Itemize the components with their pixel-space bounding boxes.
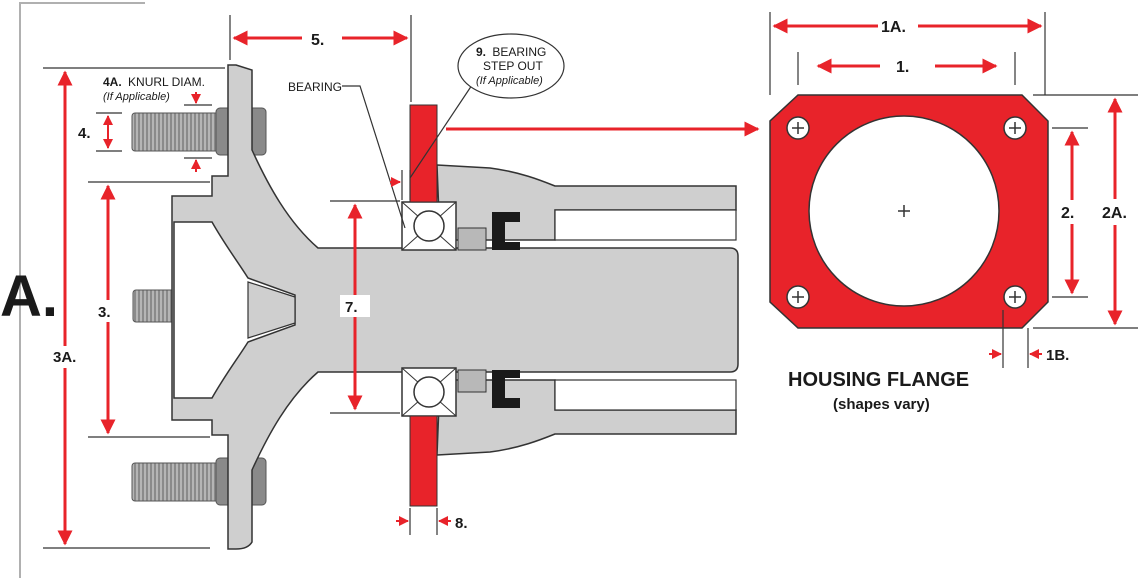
seals: [457, 212, 520, 408]
label-1a: 1A.: [881, 19, 906, 36]
bearing-lower: [401, 367, 457, 417]
hub-cavity: [173, 221, 296, 399]
hub-inner-cone: [247, 281, 296, 339]
reference-lines: [43, 15, 473, 549]
label-3: 3.: [98, 304, 111, 321]
label-1: 1.: [896, 59, 909, 76]
label-7: 7.: [345, 299, 358, 316]
bearing-upper: [401, 201, 457, 251]
housing-flange-face: [769, 94, 1049, 329]
housing-bore-lower: [554, 379, 737, 411]
label-9: 9. BEARING: [476, 45, 546, 59]
flange-reference-lines: [769, 12, 1138, 368]
label-9-text2: STEP OUT: [483, 59, 543, 73]
label-2: 2.: [1061, 205, 1074, 222]
label-5: 5.: [311, 32, 324, 49]
stud-lower: [131, 462, 221, 502]
stud-upper: [131, 112, 221, 152]
axle-shaft: [171, 64, 739, 550]
label-9-note: (If Applicable): [476, 75, 543, 87]
big-label-a: A.: [0, 264, 58, 329]
label-3a: 3A.: [53, 349, 76, 366]
label-1b: 1B.: [1046, 347, 1069, 364]
label-8: 8.: [455, 515, 468, 532]
frame-lines: [19, 2, 145, 578]
label-4: 4.: [78, 125, 91, 142]
label-bearing: BEARING: [288, 80, 342, 94]
housing-bore-upper: [554, 209, 737, 241]
bearing-step-out-callout: [457, 33, 565, 99]
label-4a-note: (If Applicable): [103, 91, 170, 103]
flange-plate-upper: [409, 104, 438, 203]
label-4a: 4A. KNURL DIAM.: [103, 75, 205, 89]
flange-plate-lower: [409, 415, 438, 507]
flange-title: HOUSING FLANGE: [788, 369, 969, 391]
label-2a: 2A.: [1102, 205, 1127, 222]
flange-subtitle: (shapes vary): [833, 396, 930, 413]
